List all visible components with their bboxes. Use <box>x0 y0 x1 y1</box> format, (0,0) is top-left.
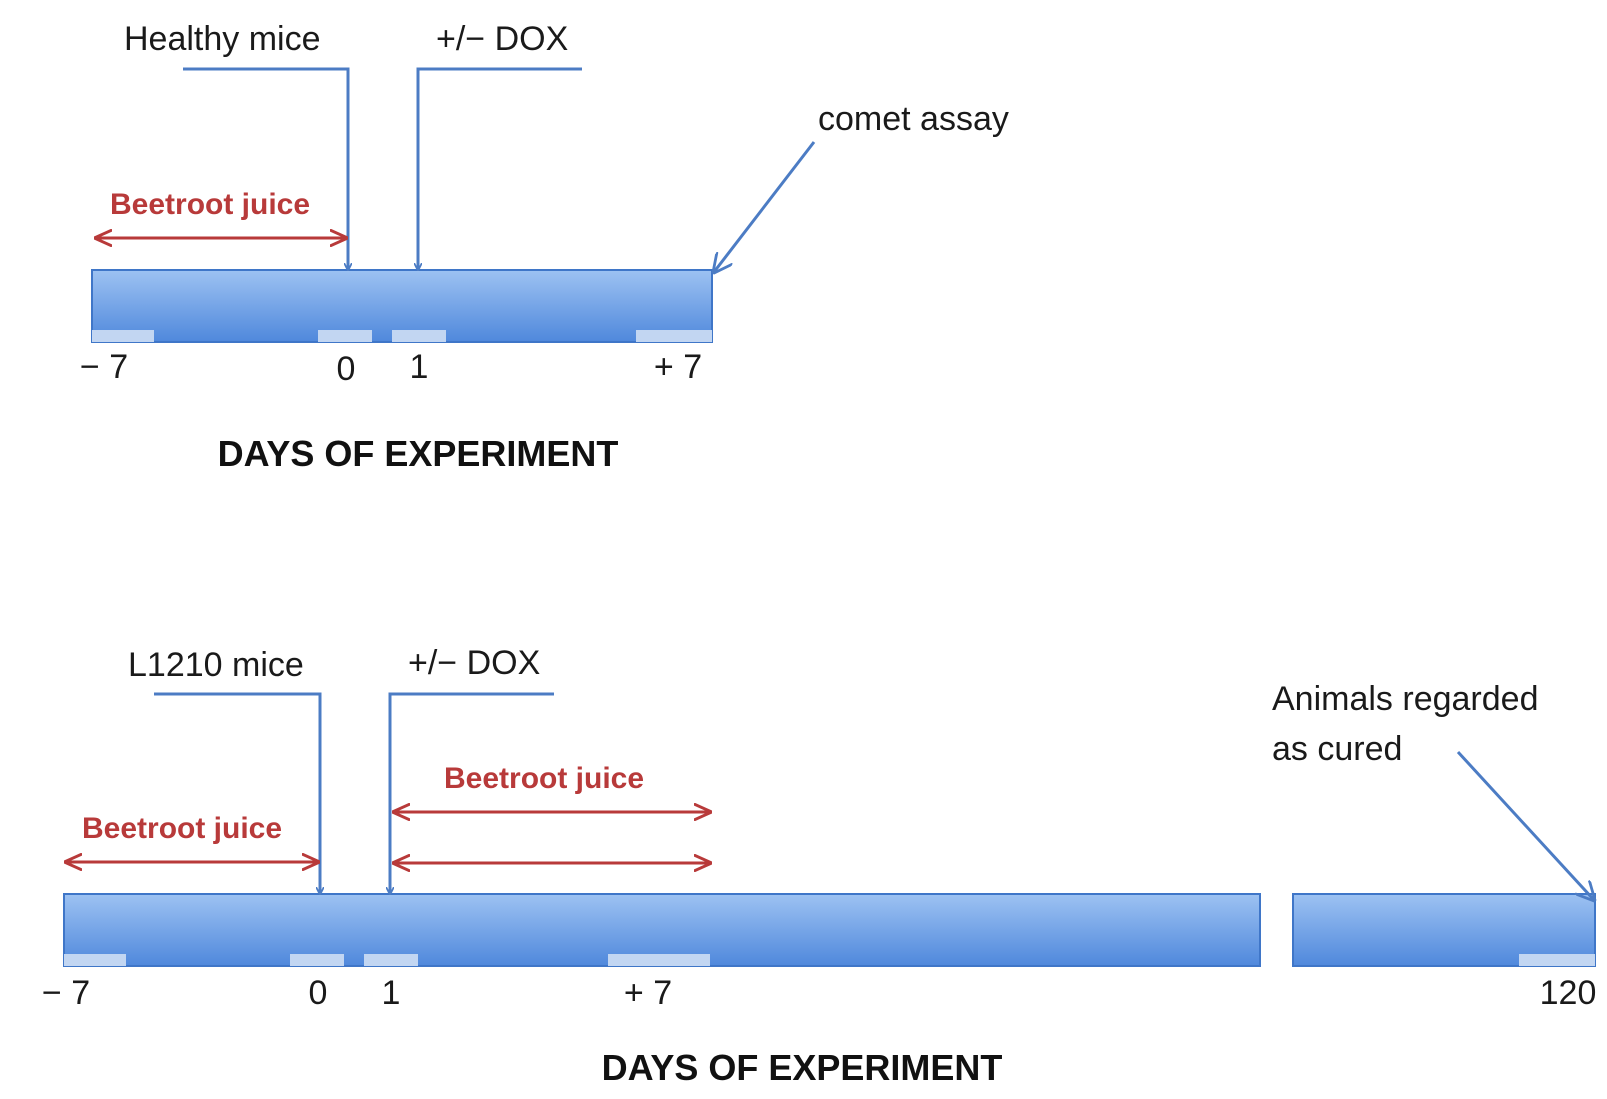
dox-label: +/− DOX <box>436 20 568 58</box>
tick-label-plus7: + 7 <box>654 348 702 386</box>
axis-title: DAYS OF EXPERIMENT <box>602 1047 1003 1088</box>
axis-title: DAYS OF EXPERIMENT <box>218 433 619 474</box>
tick-tab <box>392 330 446 342</box>
dox-arrow <box>390 692 554 894</box>
tick-tab <box>64 954 126 966</box>
entry-label: Healthy mice <box>124 20 321 58</box>
endpoint-label: comet assay <box>818 100 1009 138</box>
endpoint-label-line1: Animals regarded <box>1272 680 1538 718</box>
tick-tab <box>1519 954 1595 966</box>
dox-label: +/− DOX <box>408 644 540 682</box>
tick-label-1: 1 <box>410 348 429 386</box>
juice-label: Beetroot juice <box>110 188 310 221</box>
tick-label-minus7: − 7 <box>42 974 90 1012</box>
juice-label-post: Beetroot juice <box>444 762 644 795</box>
dox-arrow <box>418 67 582 270</box>
tick-tab <box>290 954 344 966</box>
tick-label-1: 1 <box>382 974 401 1012</box>
endpoint-label-line2: as cured <box>1272 730 1402 768</box>
endpoint-arrow <box>714 141 816 272</box>
endpoint-arrow <box>1456 750 1594 900</box>
tick-tab <box>92 330 154 342</box>
entry-arrow <box>154 692 320 894</box>
tick-label-120: 120 <box>1540 974 1597 1012</box>
tick-label-0: 0 <box>309 974 328 1012</box>
panel-l1210-mice: L1210 mice +/− DOX Animals regarded as c… <box>42 644 1596 1088</box>
tick-tab <box>364 954 418 966</box>
entry-arrow <box>183 67 348 270</box>
tick-tab <box>608 954 710 966</box>
tick-label-0: 0 <box>337 350 356 388</box>
tick-tab <box>636 330 712 342</box>
entry-label: L1210 mice <box>128 646 304 684</box>
panel-healthy-mice: Healthy mice +/− DOX comet assay Beetroo… <box>80 20 1009 474</box>
tick-label-plus7: + 7 <box>624 974 672 1012</box>
juice-label-pre: Beetroot juice <box>82 812 282 845</box>
tick-tab <box>318 330 372 342</box>
tick-label-minus7: − 7 <box>80 348 128 386</box>
